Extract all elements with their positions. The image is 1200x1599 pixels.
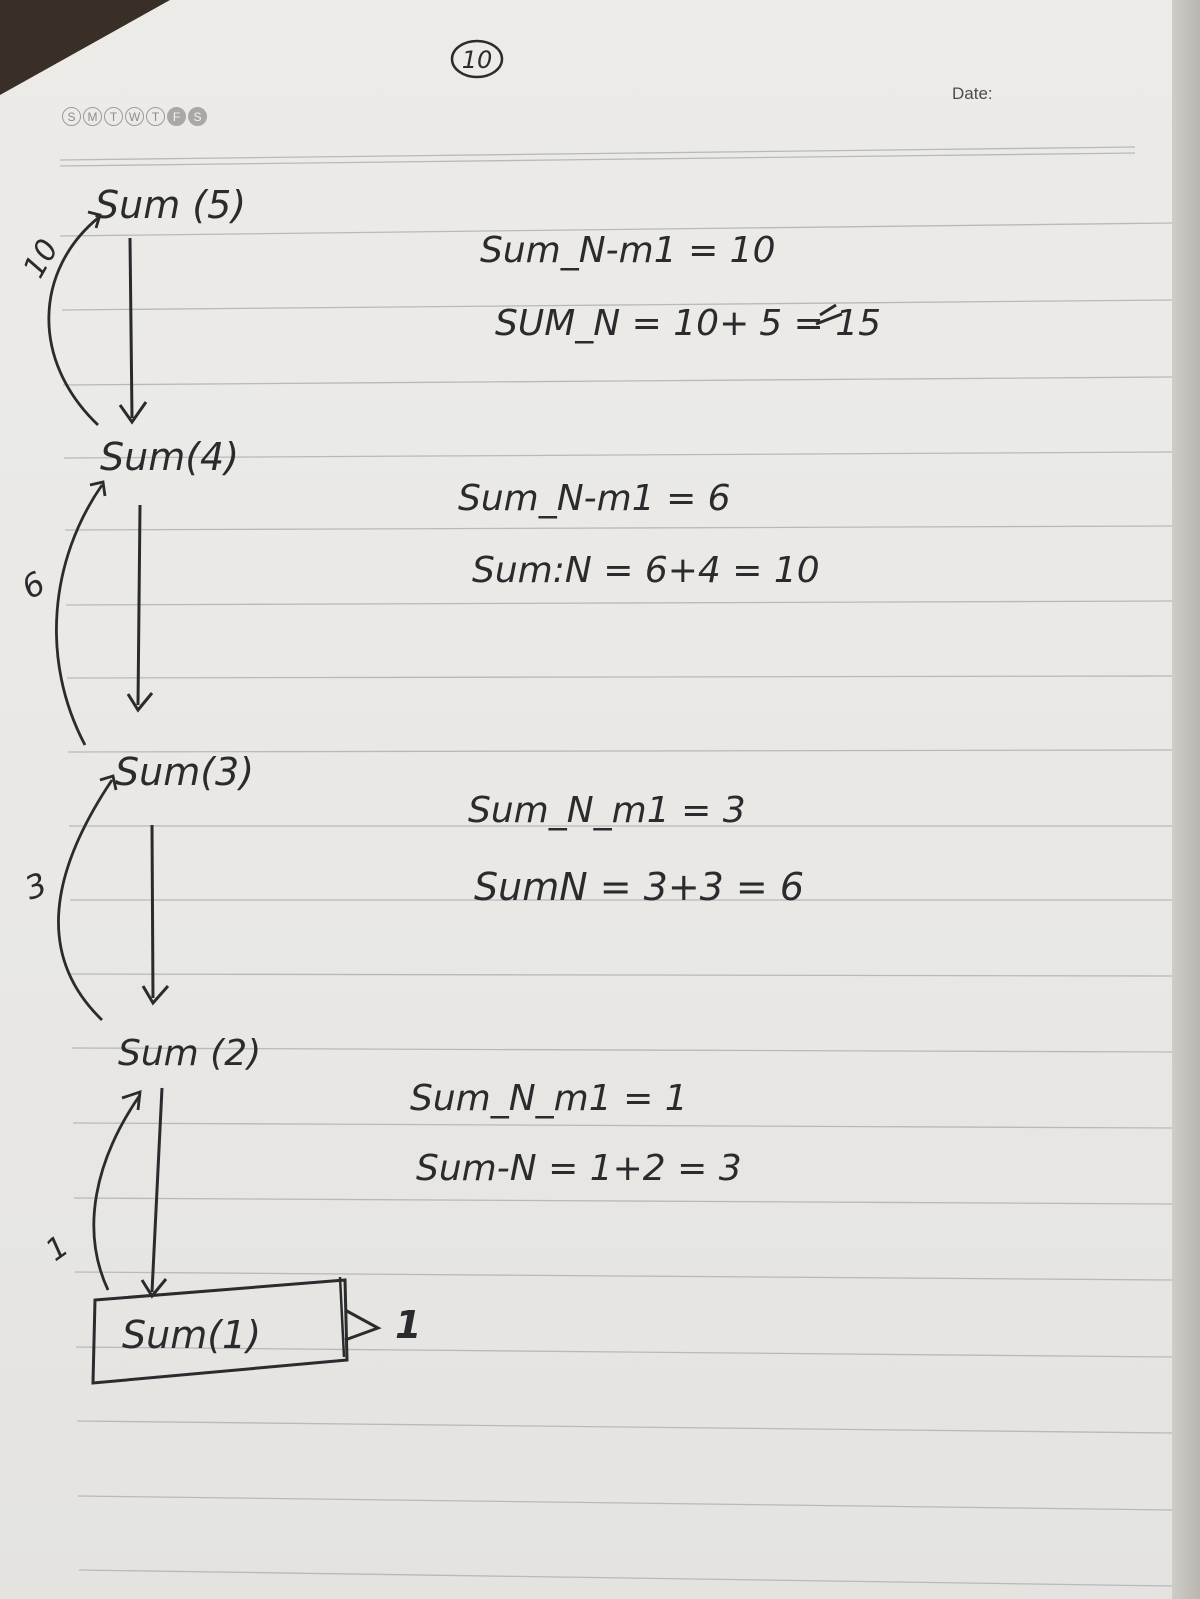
step1-line1: Sum_N-m1 = 10: [480, 230, 776, 271]
weekday-3: W: [125, 107, 144, 126]
struck-plus: +: [719, 303, 749, 344]
return-value-3: 3: [20, 865, 52, 908]
weekday-2: T: [104, 107, 123, 126]
weekday-5: F: [167, 107, 186, 126]
weekday-4: T: [146, 107, 165, 126]
return-value-1: 1: [40, 1229, 76, 1269]
step3-line1: Sum_N_m1 = 3: [468, 790, 746, 831]
base-case-box: [91, 1278, 349, 1385]
call-arrows: [118, 237, 170, 1299]
spiral-binding-edge: [1172, 0, 1200, 1599]
return-arrow-icon: [344, 1308, 382, 1342]
weekday-1: M: [83, 107, 102, 126]
date-label: Date:: [952, 84, 993, 103]
strikethrough-mark: [815, 303, 843, 326]
step4-line1: Sum_N_m1 = 1: [410, 1078, 688, 1119]
call-sum-4: Sum(4): [100, 435, 239, 479]
base-result: 1: [395, 1303, 421, 1347]
step2-line2: Sum:N = 6+4 = 10: [472, 550, 820, 591]
call-sum-5: Sum (5): [95, 183, 246, 227]
weekday-6: S: [188, 107, 207, 126]
call-sum-2: Sum (2): [118, 1033, 261, 1074]
weekday-0: S: [62, 107, 81, 126]
page-number-circle: [450, 39, 504, 79]
return-arcs: [47, 210, 142, 1291]
step2-line1: Sum_N-m1 = 6: [458, 478, 731, 519]
call-sum-1: Sum(1): [122, 1313, 261, 1357]
call-sum-3: Sum(3): [115, 750, 254, 794]
step4-line2: Sum-N = 1+2 = 3: [416, 1148, 742, 1189]
step3-line2: SumN = 3+3 = 6: [474, 865, 804, 909]
return-value-10: 10: [17, 233, 66, 284]
page-number: 10: [462, 46, 493, 74]
background-corner: [0, 0, 170, 95]
step1-line2: SUM_N = 10+5 = 15: [495, 303, 881, 344]
return-value-6: 6: [15, 564, 52, 607]
